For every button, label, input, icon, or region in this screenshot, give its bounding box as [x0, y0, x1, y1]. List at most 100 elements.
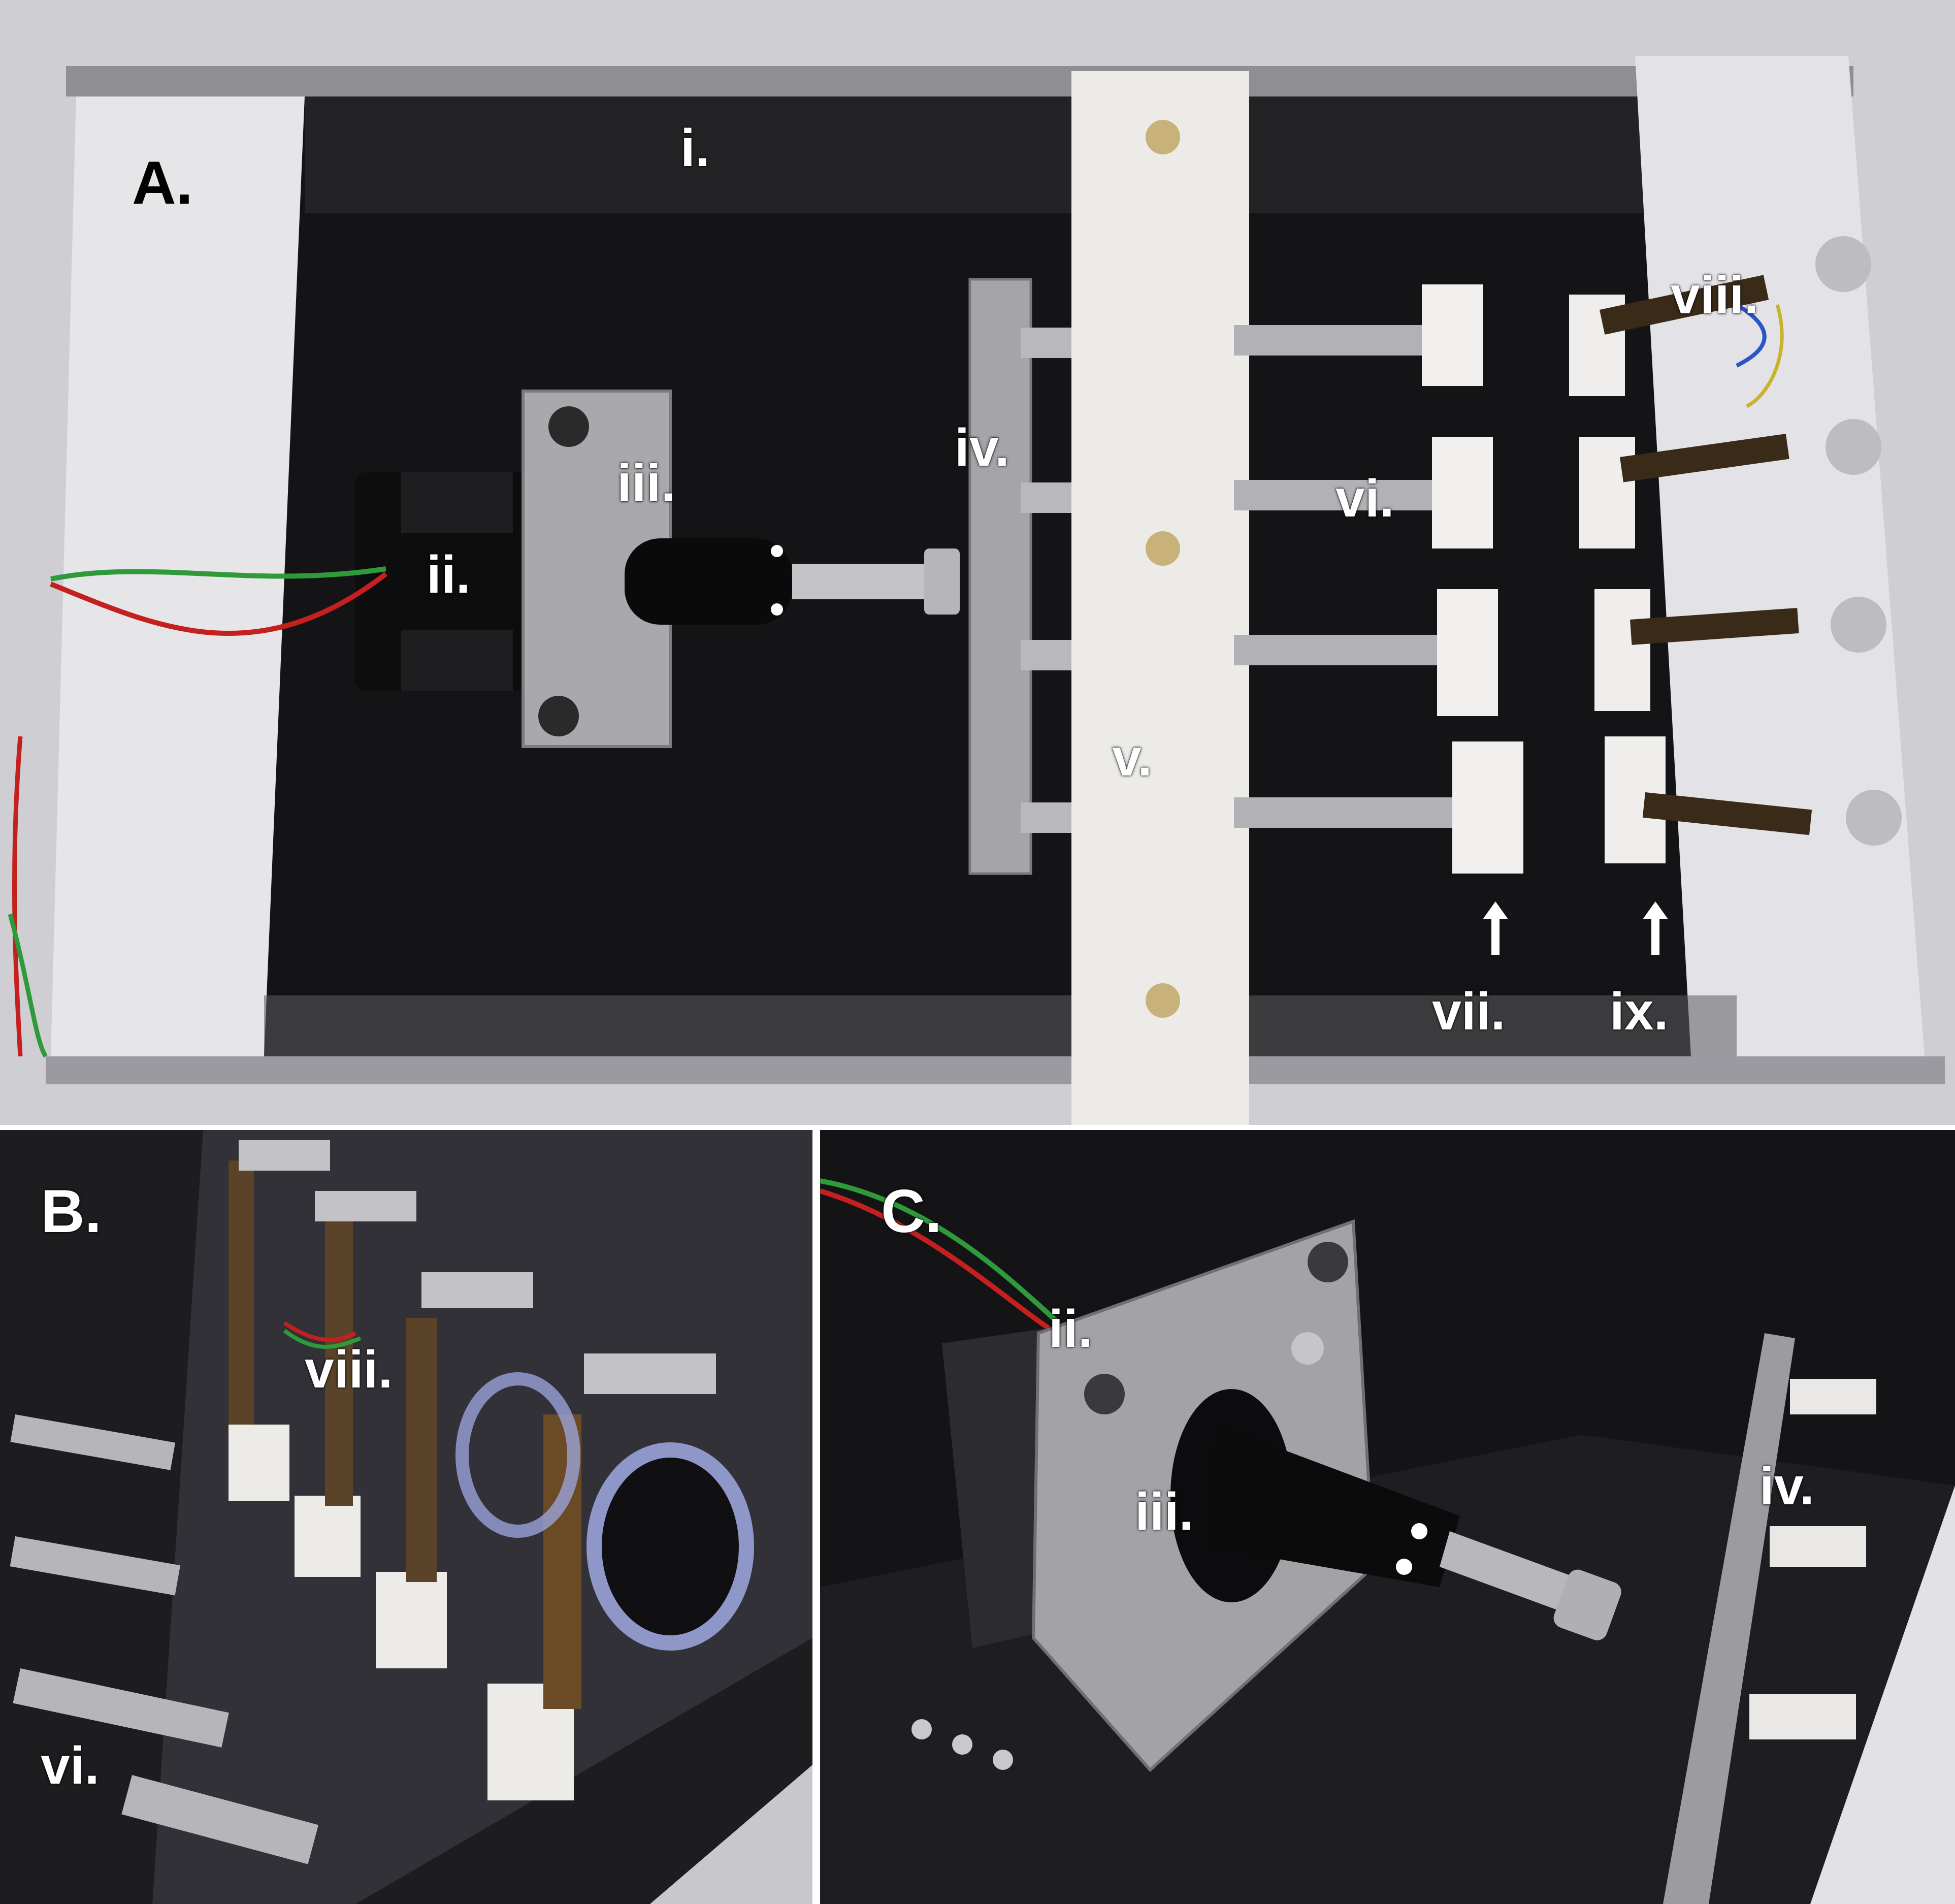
panel-b-photo: B. viii. vi. — [0, 1130, 812, 1904]
b-ring-2 — [586, 1442, 754, 1651]
label-b-viii: viii. — [305, 1340, 393, 1399]
b-lever-1 — [10, 1414, 176, 1470]
sensor-holder-2 — [1579, 437, 1635, 548]
c-white-wall — [1810, 1486, 1955, 1904]
panel-b-letter: B. — [41, 1177, 102, 1245]
mount-hole-top — [548, 406, 589, 447]
post-1 — [1815, 236, 1871, 292]
b-bracket-3 — [421, 1272, 533, 1308]
c-black-coupler — [1206, 1425, 1460, 1587]
panel-a-illustration — [8, 56, 1945, 1125]
divider-hole-2 — [1146, 531, 1180, 566]
strain-gauge-1 — [1600, 275, 1769, 335]
panel-b-illustration — [0, 1130, 812, 1904]
label-a-vi: vi. — [1335, 469, 1394, 528]
bottom-rail — [46, 1056, 1945, 1084]
label-a-i: i. — [680, 119, 710, 178]
green-wire — [50, 566, 386, 582]
white-block-4 — [1452, 741, 1523, 874]
b-red-wire — [283, 1321, 356, 1342]
label-c-iv: iv. — [1760, 1457, 1814, 1516]
label-b-vi: vi. — [41, 1736, 100, 1795]
post-2 — [1826, 419, 1881, 475]
pusher-crossbar — [968, 278, 1032, 875]
c-standoff-1 — [911, 1719, 932, 1739]
red-wire — [50, 572, 388, 636]
label-c-iii: iii. — [1135, 1482, 1194, 1541]
c-plunger-3 — [1749, 1694, 1856, 1739]
arrow-vii — [1483, 901, 1508, 955]
motor-notch — [401, 472, 513, 533]
label-a-viii: viii. — [1671, 266, 1759, 325]
b-ring-1 — [455, 1372, 580, 1538]
label-a-ix: ix. — [1610, 982, 1669, 1041]
b-lever-3 — [13, 1668, 229, 1748]
panel-c-illustration — [820, 1130, 1955, 1904]
panel-a-photo: A. i. ii. iii. iv. v. vi. vii. viii. ix. — [0, 0, 1955, 1125]
white-block-3 — [1437, 589, 1498, 716]
left-white-wall — [51, 96, 305, 1056]
back-wall — [305, 96, 1726, 213]
strain-gauge-3 — [1630, 607, 1799, 645]
c-coupler-dot-2 — [1396, 1559, 1412, 1575]
b-block-3 — [376, 1572, 447, 1668]
strain-gauge-2 — [1620, 434, 1789, 482]
post-3 — [1831, 597, 1886, 653]
label-a-iv: iv. — [955, 418, 1009, 477]
coupler-dot-1 — [771, 545, 783, 557]
sensor-holder-3 — [1594, 589, 1650, 711]
b-block-2 — [295, 1496, 361, 1577]
panel-c-photo: C. ii. iii. iv. — [820, 1130, 1955, 1904]
label-a-iii: iii. — [617, 454, 676, 513]
arrow-ix — [1643, 901, 1668, 955]
c-standoff-3 — [993, 1750, 1013, 1770]
c-red-wire — [820, 1188, 1050, 1331]
motor-notch-bottom — [401, 630, 513, 691]
black-coupler — [625, 538, 792, 625]
b-lever-2 — [10, 1536, 180, 1596]
c-block-hole-2 — [1084, 1374, 1125, 1414]
white-divider — [1071, 71, 1249, 1125]
green-wire-lower — [8, 913, 48, 1058]
top-rail — [66, 66, 1853, 96]
b-block-1 — [229, 1425, 289, 1501]
divider-hole-3 — [1146, 983, 1180, 1018]
blue-wire — [1735, 303, 1767, 368]
c-block-hole-1 — [1308, 1242, 1348, 1282]
c-crossbar — [1663, 1333, 1795, 1904]
panel-a-letter: A. — [132, 149, 193, 217]
post-4 — [1846, 790, 1902, 846]
label-a-ii: ii. — [427, 545, 471, 604]
strain-gauge-4 — [1642, 792, 1812, 835]
c-plunger-1 — [1790, 1379, 1876, 1414]
b-green-wire — [283, 1329, 362, 1349]
coupler-dot-2 — [771, 603, 783, 616]
b-bracket-1 — [239, 1140, 330, 1171]
panel-c-letter: C. — [881, 1177, 942, 1245]
b-gauge-1 — [229, 1160, 254, 1425]
c-green-wire — [820, 1178, 1061, 1325]
mount-hole-bottom — [538, 696, 579, 736]
white-block-2 — [1432, 437, 1493, 548]
c-coupler-dot-1 — [1411, 1523, 1427, 1539]
divider-hole-1 — [1146, 120, 1180, 154]
b-gauge-3 — [406, 1318, 437, 1582]
white-side-wall — [650, 1765, 812, 1904]
label-a-v: v. — [1112, 728, 1153, 787]
c-screw-nut — [1553, 1569, 1621, 1640]
c-standoff-2 — [952, 1734, 972, 1755]
label-c-ii: ii. — [1049, 1300, 1093, 1359]
label-a-vii: vii. — [1432, 982, 1506, 1041]
b-gauge-2 — [325, 1221, 353, 1506]
white-block-1 — [1422, 284, 1483, 386]
c-nut-1 — [1291, 1332, 1324, 1365]
c-plunger-2 — [1770, 1526, 1866, 1567]
lead-screw — [792, 564, 939, 599]
red-wire-lower — [12, 736, 23, 1057]
front-acrylic-lip — [264, 995, 1737, 1056]
b-lever-4 — [121, 1775, 319, 1864]
screw-nut — [924, 548, 960, 615]
b-bracket-4 — [584, 1353, 716, 1394]
b-bracket-2 — [315, 1191, 416, 1221]
yellow-wire — [1746, 304, 1784, 408]
